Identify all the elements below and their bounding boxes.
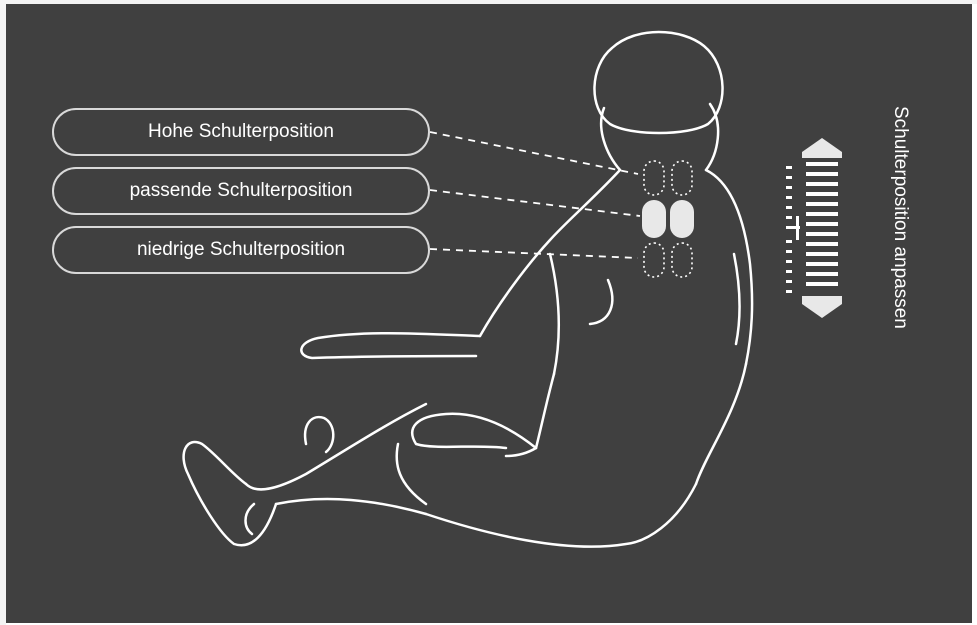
option-low-shoulder-label: niedrige Schulterposition [137,239,345,261]
option-high-shoulder[interactable]: Hohe Schulterposition [52,108,430,156]
massage-chair-screen: Hohe Schulterposition passende Schulterp… [6,4,972,623]
pad-high-right [672,161,692,195]
leader-line-middle [430,190,640,216]
adjust-shoulder-title-text: Schulterposition anpassen [889,106,911,329]
leader-line-high [430,132,638,174]
option-matching-shoulder[interactable]: passende Schulterposition [52,167,430,215]
pad-active-right [670,200,694,238]
scale-ticks [786,166,800,293]
pad-low-right [672,243,692,277]
option-matching-shoulder-label: passende Schulterposition [130,180,353,202]
option-high-shoulder-label: Hohe Schulterposition [148,121,334,143]
position-scale [806,162,838,286]
arrow-down-icon[interactable] [802,296,842,318]
pad-low-left [644,243,664,277]
shoulder-adjust-control[interactable] [782,136,874,322]
option-low-shoulder[interactable]: niedrige Schulterposition [52,226,430,274]
arrow-up-icon[interactable] [802,138,842,158]
pad-high-left [644,161,664,195]
pad-active-left [642,200,666,238]
adjust-shoulder-title: Schulterposition anpassen [880,72,920,362]
